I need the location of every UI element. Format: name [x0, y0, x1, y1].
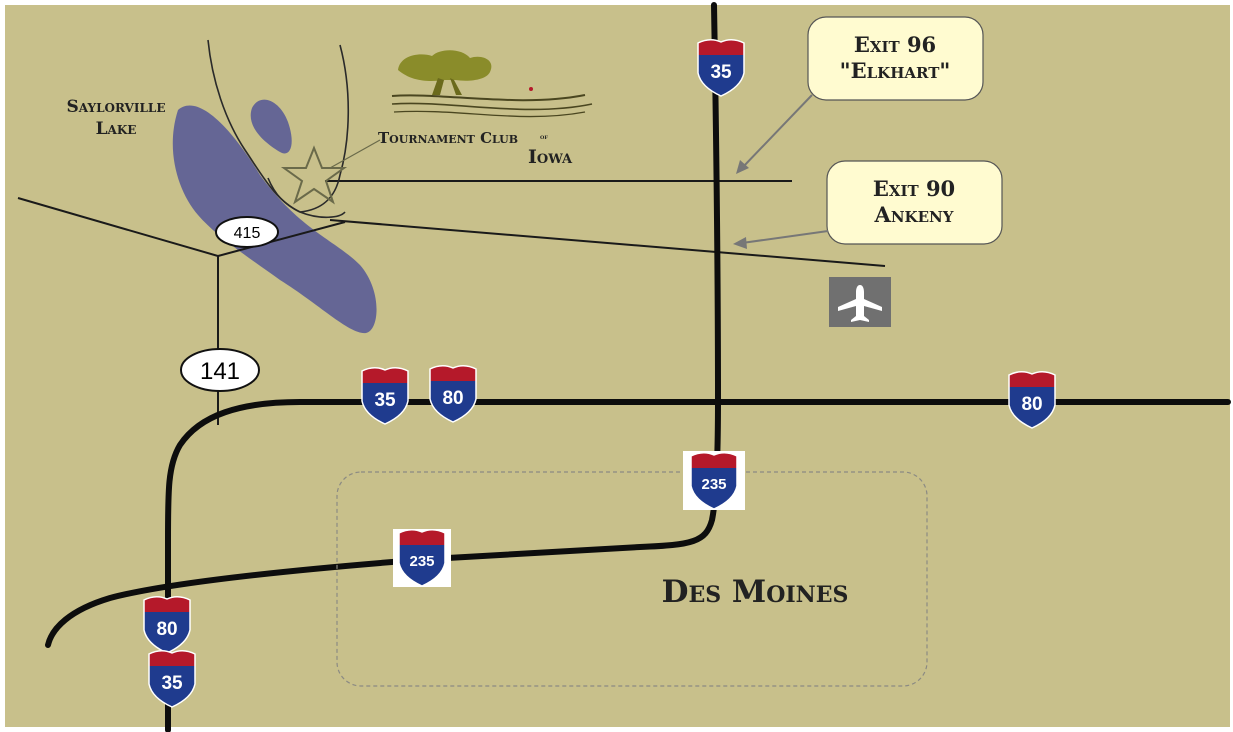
interstate-235-east-shield: 235	[683, 451, 745, 510]
route-415-label: 415	[234, 225, 261, 242]
interstate-35-north-shield: 35	[697, 38, 745, 97]
lake-label-line2: Lake	[96, 119, 137, 139]
i80-east-label: 80	[1021, 394, 1042, 415]
exit-90-line1: Exit 90	[873, 176, 955, 201]
interstate-80-east-shield: 80	[1008, 370, 1056, 429]
des-moines-city-limits	[336, 471, 928, 687]
oak-tree-icon	[391, 50, 593, 118]
route-141-label: 141	[200, 358, 240, 385]
i80-sw-label: 80	[156, 619, 177, 640]
i35-north-label: 35	[710, 62, 732, 83]
callout-exit-90: Exit 90 Ankeny	[826, 160, 1003, 245]
exit-90-arrow	[733, 230, 829, 249]
route-141-marker: 141	[180, 348, 260, 392]
course-boundary	[207, 39, 350, 219]
city-label-des-moines: Des Moines	[662, 574, 849, 610]
exit-90-line2: Ankeny	[874, 202, 954, 227]
exit-96-line1: Exit 96	[854, 32, 936, 57]
interstate-80-southwest-shield: 80	[143, 595, 191, 654]
interstate-80-west-shield: 80	[429, 364, 477, 423]
interstate-35-southwest-shield: 35	[148, 649, 196, 708]
logo-leader-line	[329, 139, 381, 169]
interstate-35-west-shield: 35	[361, 366, 409, 425]
exit-96-line2: "Elkhart"	[840, 58, 951, 83]
i35-west-label: 35	[374, 390, 396, 411]
callout-exit-96: Exit 96 "Elkhart"	[807, 16, 984, 101]
i235-east-label: 235	[701, 476, 726, 493]
i80-west-label: 80	[442, 388, 463, 409]
i235-west-label: 235	[409, 553, 434, 570]
club-name-line1: Tournament Club	[378, 129, 518, 147]
interstate-235-west-shield: 235	[393, 528, 451, 587]
highways	[45, 2, 1231, 732]
club-name-line2: Iowa	[528, 146, 573, 168]
saylorville-lake	[172, 99, 377, 334]
exit-96-arrow	[736, 94, 813, 174]
club-name-of: of	[540, 132, 548, 141]
i35-sw-label: 35	[161, 673, 183, 694]
route-415-marker: 415	[215, 216, 279, 248]
lake-label-line1: Saylorville	[67, 97, 166, 117]
star-icon	[280, 145, 348, 205]
airplane-icon	[829, 277, 891, 327]
